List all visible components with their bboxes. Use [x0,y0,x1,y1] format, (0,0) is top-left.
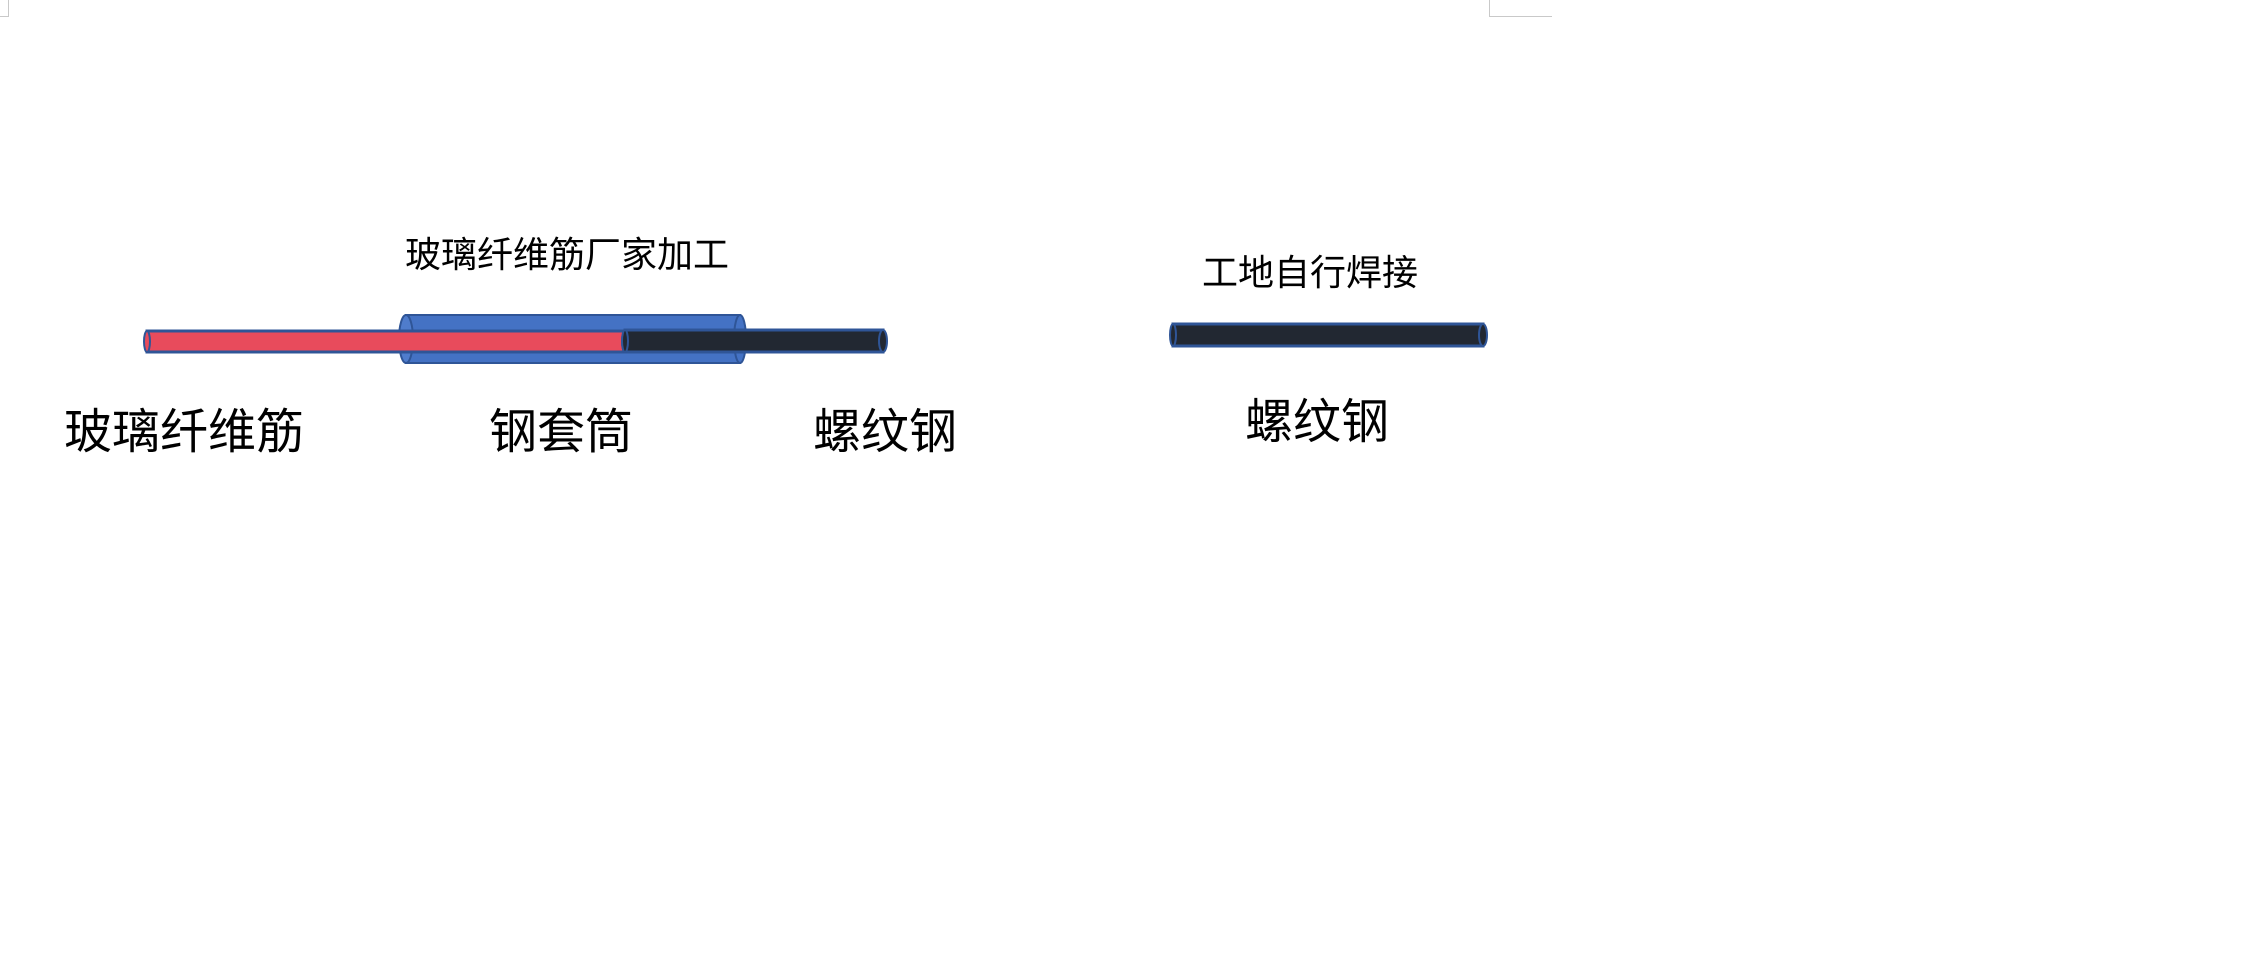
gfrp-bar-label: 玻璃纤维筋 [64,404,305,460]
rebar-in-sleeve [621,328,888,354]
diagram-canvas: 玻璃纤维筋厂家加工 工地自行焊接 玻璃纤维筋 钢套筒 螺纹钢 螺纹钢 [0,0,1552,661]
factory-processing-title: 玻璃纤维筋厂家加工 [405,235,730,276]
page-corner-mark-left [0,0,9,17]
connection-drawing [143,314,1488,364]
left-assembly [143,314,888,364]
steel-sleeve-label: 钢套筒 [489,404,634,460]
page-corner-mark-right [1489,0,1552,17]
rebar-label-left: 螺纹钢 [813,404,958,460]
rebar-label-right: 螺纹钢 [1245,394,1390,450]
site-welding-title: 工地自行焊接 [1202,253,1419,294]
site-welded-rebar [1169,322,1488,348]
right-assembly [1169,322,1488,348]
gfrp-bar [143,329,629,354]
